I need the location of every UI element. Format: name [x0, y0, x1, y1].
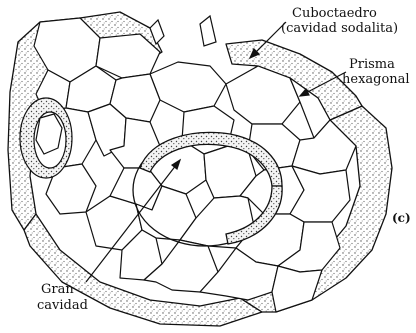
face: [150, 62, 226, 112]
label-cuboctahedron: Cuboctaedro: [292, 7, 377, 21]
label-hexagonal: hexagonal: [342, 73, 410, 87]
left-opening: [20, 98, 72, 178]
panel-label: (c): [392, 211, 411, 225]
label-prism: Prisma: [349, 58, 395, 72]
top-stubs: [150, 16, 216, 46]
stub-right: [200, 16, 216, 46]
label-cavity: cavidad: [37, 299, 88, 313]
label-large: Gran: [41, 283, 74, 297]
label-sodalite-cavity: (cavidad sodalita): [281, 22, 398, 36]
face: [272, 266, 322, 312]
